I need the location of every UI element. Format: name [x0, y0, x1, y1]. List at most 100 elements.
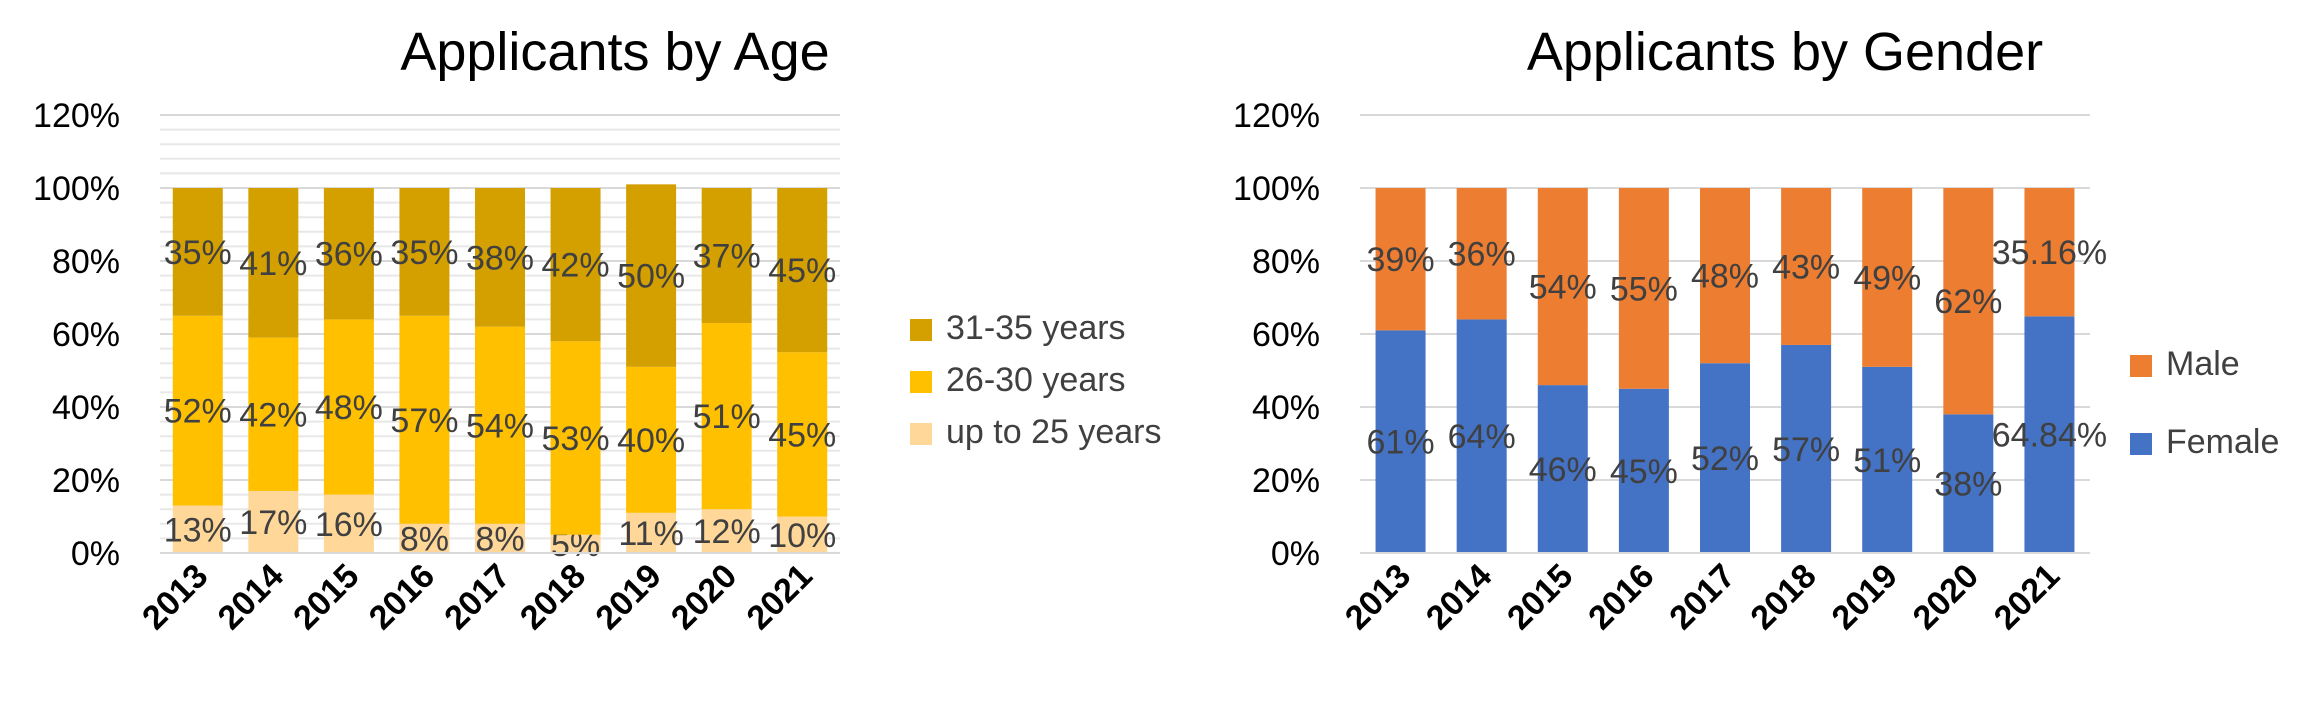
bar-segment — [1700, 363, 1750, 553]
bar-segment — [1537, 385, 1588, 553]
data-label: 43% — [1772, 248, 1840, 286]
legend-label: Female — [2166, 423, 2279, 461]
bar-segment — [626, 184, 677, 367]
y-tick-label: 80% — [52, 243, 120, 281]
x-tick-label: 2018 — [1743, 557, 1823, 637]
bar-segment — [701, 509, 752, 553]
data-label: 42% — [542, 247, 610, 285]
bar-segment — [475, 523, 525, 553]
bar-segment — [1456, 319, 1507, 553]
data-label: 57% — [1772, 431, 1840, 469]
y-tick-label: 60% — [52, 316, 120, 354]
x-tick-label: 2018 — [513, 557, 593, 637]
data-label: 10% — [768, 517, 836, 555]
bar-segment — [323, 494, 374, 553]
y-tick-label: 100% — [33, 170, 120, 208]
legend-label: 31-35 years — [946, 309, 1126, 347]
data-label: 11% — [618, 515, 684, 553]
y-tick-label: 0% — [1271, 535, 1320, 573]
data-label: 50% — [617, 258, 685, 296]
data-label: 57% — [390, 402, 458, 440]
bar-segment — [777, 352, 828, 517]
x-tick-label: 2016 — [1581, 557, 1661, 637]
y-tick-label: 120% — [33, 97, 120, 135]
x-tick-label: 2016 — [362, 557, 442, 637]
gender-chart: Applicants by Gender 0%20%40%60%80%100%1… — [1200, 0, 2323, 699]
legend-label: up to 25 years — [946, 413, 1161, 451]
data-label: 39% — [1367, 241, 1435, 279]
bar-segment — [550, 341, 601, 535]
chart-title: Applicants by Age — [400, 22, 829, 82]
bar-segment — [2024, 316, 2075, 553]
bar-segment — [1943, 188, 1994, 415]
bar-segment — [399, 188, 450, 316]
data-label: 45% — [768, 416, 836, 454]
x-tick-label: 2013 — [135, 557, 215, 637]
data-label: 41% — [239, 245, 307, 283]
bar-segment — [777, 188, 828, 353]
bar-segment — [1618, 388, 1669, 553]
data-label: 45% — [768, 252, 836, 290]
data-label: 35% — [390, 234, 458, 272]
data-label: 49% — [1853, 259, 1921, 297]
bar-segment — [323, 319, 374, 495]
bar-segment — [1781, 188, 1832, 345]
data-label: 51% — [693, 398, 761, 436]
data-label: 16% — [315, 506, 383, 544]
bar-segment — [550, 534, 601, 553]
bar-segment — [248, 188, 299, 338]
data-label: 54% — [1529, 269, 1597, 307]
legend-label: Male — [2166, 345, 2240, 383]
data-label: 61% — [1367, 424, 1435, 462]
chart-title: Applicants by Gender — [1527, 22, 2043, 82]
x-tick-label: 2017 — [437, 557, 517, 637]
y-tick-label: 40% — [1252, 389, 1320, 427]
data-label: 46% — [1529, 451, 1597, 489]
age-chart-svg: Applicants by Age 0%20%40%60%80%100%120%… — [33, 22, 1161, 637]
legend-swatch — [910, 423, 932, 445]
bar-segment — [172, 505, 223, 553]
bar-segment — [626, 512, 677, 553]
bar-segment — [475, 188, 525, 327]
x-tick-label: 2015 — [1500, 557, 1580, 637]
data-label: 64.84% — [1992, 417, 2107, 455]
data-label: 13% — [164, 511, 232, 549]
bar-segment — [1781, 344, 1832, 553]
y-tick-label: 60% — [1252, 316, 1320, 354]
bar-segment — [475, 326, 525, 524]
x-tick-label: 2020 — [664, 557, 744, 637]
bar-segment — [701, 323, 752, 510]
bar-segment — [399, 523, 450, 553]
bar-segment — [1862, 366, 1913, 553]
y-tick-label: 80% — [1252, 243, 1320, 281]
bar-segment — [550, 188, 601, 342]
y-tick-label: 100% — [1233, 170, 1320, 208]
x-tick-label: 2015 — [286, 557, 366, 637]
x-tick-label: 2014 — [211, 557, 291, 637]
bar-segment — [1375, 188, 1426, 331]
x-tick-label: 2019 — [1825, 557, 1905, 637]
y-tick-label: 20% — [1252, 462, 1320, 500]
x-tick-label: 2021 — [740, 557, 820, 637]
data-label: 53% — [542, 420, 610, 458]
bar-segment — [1943, 414, 1994, 553]
legend-label: 26-30 years — [946, 361, 1126, 399]
x-tick-label: 2019 — [588, 557, 668, 637]
bar-segment — [172, 188, 223, 316]
gender-chart-svg: Applicants by Gender 0%20%40%60%80%100%1… — [1233, 22, 2279, 637]
legend-swatch — [910, 371, 932, 393]
y-tick-label: 40% — [52, 389, 120, 427]
bar-segment — [1862, 188, 1913, 367]
bar-segment — [399, 315, 450, 524]
bar-segment — [1700, 188, 1750, 364]
data-label: 38% — [1934, 466, 2002, 504]
x-tick-label: 2017 — [1662, 557, 1742, 637]
bar-segment — [626, 366, 677, 513]
data-label: 12% — [693, 513, 761, 551]
data-label: 17% — [239, 504, 307, 542]
legend-swatch — [2130, 355, 2152, 377]
data-label: 45% — [1610, 453, 1678, 491]
legend-swatch — [2130, 433, 2152, 455]
data-label: 54% — [466, 407, 534, 445]
data-label: 40% — [617, 422, 685, 460]
